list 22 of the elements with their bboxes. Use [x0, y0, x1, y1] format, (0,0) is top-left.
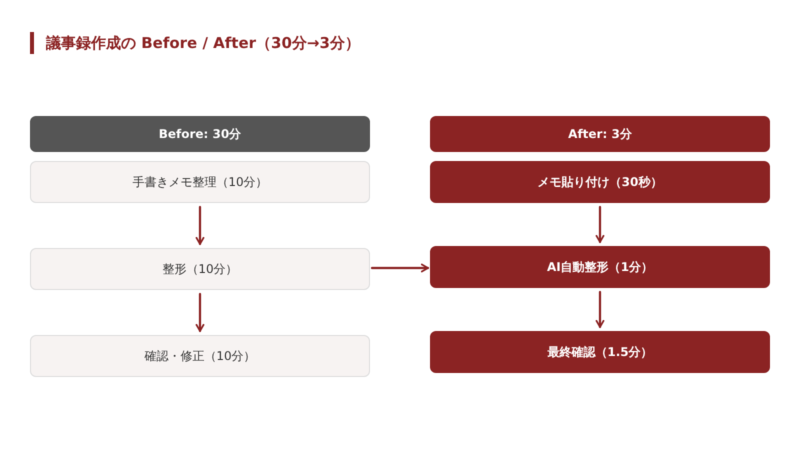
box-label: After: 3分	[568, 126, 632, 142]
process-box	[30, 248, 370, 290]
box-label: 整形（10分）	[162, 260, 238, 278]
title: 議事録作成の Before / After（30分→3分）	[30, 32, 360, 54]
box-label: 最終確認（1.5分）	[547, 344, 653, 360]
process-box	[430, 161, 770, 203]
box-label: AI自動整形（1分）	[546, 258, 654, 276]
arrow	[196, 206, 204, 246]
arrow	[196, 292, 204, 332]
box-label: 手書きメモ整理（10分）	[132, 174, 268, 190]
process-box	[430, 331, 770, 373]
process-box	[30, 335, 370, 377]
box-label: Before: 30分	[158, 126, 242, 142]
arrow	[596, 290, 604, 328]
process-box	[430, 246, 770, 288]
box-label: メモ貼り付け（30秒）	[538, 174, 662, 190]
column-header	[430, 116, 770, 152]
column-header	[30, 116, 370, 152]
box-label: 確認・修正（10分）	[144, 348, 256, 364]
arrow	[370, 264, 430, 272]
arrow	[596, 206, 604, 244]
process-box	[30, 161, 370, 203]
